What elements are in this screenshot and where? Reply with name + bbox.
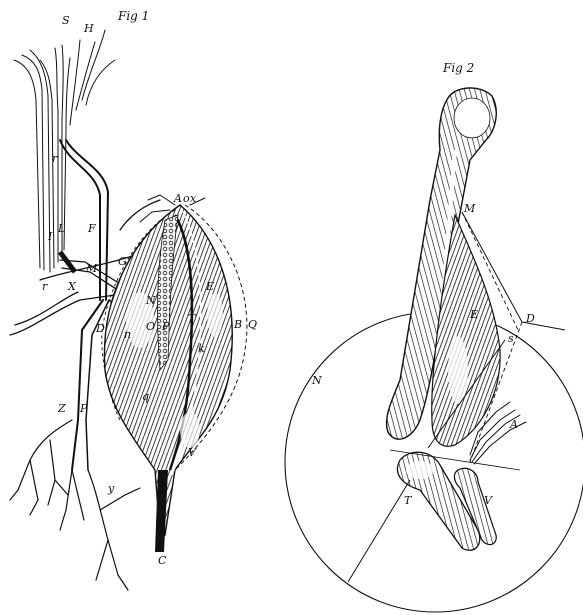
caption: Fig 1	[117, 9, 149, 23]
caption: Fig 2	[442, 61, 474, 75]
label-M: M	[463, 202, 476, 215]
label-q: q	[142, 390, 149, 403]
figure-2: Fig 2 M E D s A N T V	[285, 61, 583, 612]
label-y: y	[107, 482, 115, 495]
label-F: F	[87, 222, 96, 235]
label-E: E	[205, 280, 214, 293]
label-x: x	[190, 192, 197, 205]
label-B: B	[233, 318, 242, 331]
label-P: P	[79, 402, 88, 415]
label-T: T	[404, 494, 413, 507]
label-D: D	[525, 312, 535, 325]
label-Q: Q	[248, 318, 257, 331]
label-G: G	[118, 255, 127, 268]
label-H: H	[83, 22, 94, 35]
label-L: L	[57, 222, 65, 235]
label-Z: Z	[57, 402, 66, 415]
label-n: n	[124, 328, 131, 341]
label-A: A	[509, 418, 518, 431]
label-V: V	[188, 446, 197, 459]
label-E: E	[469, 308, 478, 321]
label-r: r	[52, 152, 58, 165]
label-I: I	[47, 230, 53, 243]
label-r2: r	[42, 280, 48, 293]
forearm-bones	[397, 452, 496, 550]
label-N: N	[311, 374, 322, 387]
label-s: s	[508, 332, 514, 345]
figure-1: Fig 1 S H r L I F M G X D Z P y N O P n …	[10, 9, 257, 590]
label-M: M	[85, 262, 98, 275]
label-C: C	[158, 554, 167, 567]
label-O: O	[146, 320, 155, 333]
label-S: S	[62, 14, 70, 27]
label-o: o	[183, 192, 190, 205]
label-N: N	[145, 294, 156, 307]
label-k: k	[198, 342, 205, 355]
label-V: V	[484, 494, 493, 507]
descending-nerve	[60, 140, 109, 470]
label-P2: P	[161, 320, 170, 333]
label-X: X	[67, 280, 77, 293]
label-D: D	[95, 322, 105, 335]
label-A: A	[173, 192, 182, 205]
